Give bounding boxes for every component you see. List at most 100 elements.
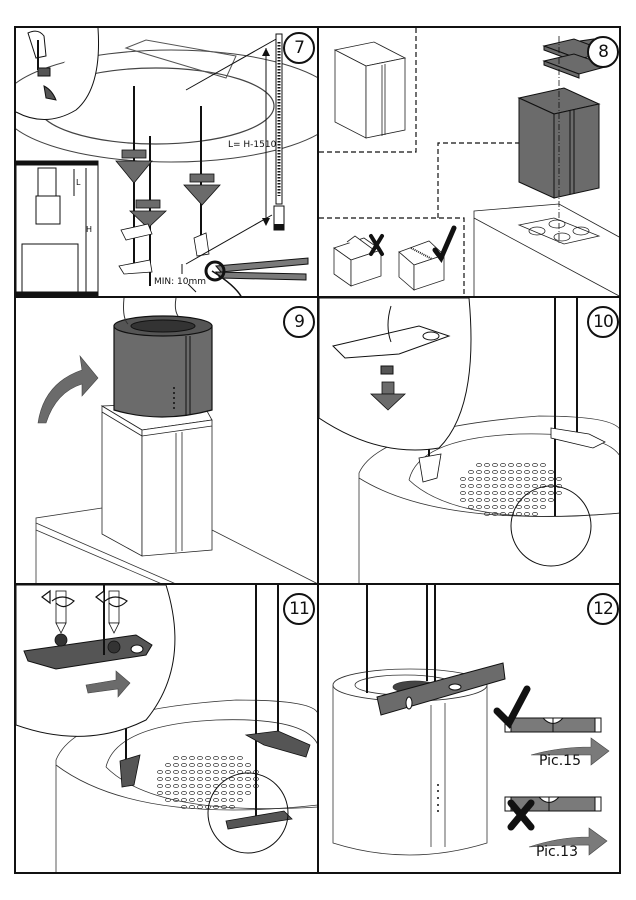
grid-hole	[165, 784, 171, 788]
grid-hole	[189, 770, 195, 774]
grid-hole	[532, 470, 538, 474]
grid-hole	[197, 798, 203, 802]
detail-magnifier-icon	[16, 28, 99, 121]
panel-step-7: L= H-1510 MIN: 10mm L H 7	[16, 28, 318, 297]
grid-hole	[516, 512, 522, 516]
grid-hole	[165, 770, 171, 774]
bracket-plate-icon	[119, 730, 311, 830]
grid-hole	[548, 491, 554, 495]
grid-hole	[173, 756, 179, 760]
grid-hole	[189, 777, 195, 781]
grid-hole	[540, 498, 546, 502]
grid-hole	[197, 805, 203, 809]
grid-hole	[213, 798, 219, 802]
grid-hole	[468, 484, 474, 488]
grid-hole	[229, 798, 235, 802]
grid-hole	[157, 777, 163, 781]
grid-hole	[508, 505, 514, 509]
panel-step-12: Pic.15 Pic.13 12	[319, 585, 621, 873]
grid-hole	[516, 477, 522, 481]
grid-hole	[221, 756, 227, 760]
grid-hole	[516, 463, 522, 467]
grid-hole	[181, 798, 187, 802]
grid-hole	[205, 763, 211, 767]
grid-hole	[229, 791, 235, 795]
panel-step-9: 9	[16, 298, 318, 584]
grid-hole	[476, 470, 482, 474]
grid-hole	[205, 784, 211, 788]
grid-hole	[197, 791, 203, 795]
min-cut-label: MIN: 10mm	[154, 277, 207, 287]
filter-box-illustration	[319, 28, 621, 297]
grid-hole	[205, 777, 211, 781]
grid-hole	[484, 505, 490, 509]
grid-hole	[237, 777, 243, 781]
curved-arrow-icon	[37, 354, 99, 424]
grid-hole	[524, 512, 530, 516]
grid-hole	[532, 498, 538, 502]
grid-hole	[221, 798, 227, 802]
step-number-10: 10	[587, 306, 619, 338]
grid-hole	[484, 477, 490, 481]
grid-hole	[492, 505, 498, 509]
grid-hole	[532, 505, 538, 509]
grid-hole	[500, 463, 506, 467]
grid-hole	[492, 484, 498, 488]
grid-hole	[189, 763, 195, 767]
grid-hole	[213, 777, 219, 781]
cylinder-hood-icon	[113, 298, 213, 418]
grid-hole	[500, 477, 506, 481]
picture-reference-ok: Pic.15	[539, 753, 581, 769]
detail-magnifier-icon	[16, 585, 176, 737]
perforated-grid-icon	[157, 756, 259, 809]
bracket-screwing-illustration	[16, 585, 318, 873]
grid-hole	[500, 498, 506, 502]
grid-hole	[221, 784, 227, 788]
grid-hole	[548, 498, 554, 502]
grid-hole	[540, 463, 546, 467]
grid-hole	[492, 463, 498, 467]
grid-hole	[157, 791, 163, 795]
grid-hole	[460, 498, 466, 502]
grid-hole	[548, 470, 554, 474]
grid-hole	[476, 463, 482, 467]
grid-hole	[532, 512, 538, 516]
cable-length-illustration	[16, 28, 318, 297]
grid-hole	[540, 477, 546, 481]
grid-hole	[197, 784, 203, 788]
panel-step-11: 11	[16, 585, 318, 873]
grid-hole	[173, 770, 179, 774]
grid-hole	[548, 477, 554, 481]
grid-hole	[492, 477, 498, 481]
grid-hole	[532, 491, 538, 495]
grid-hole	[468, 470, 474, 474]
grid-hole	[516, 491, 522, 495]
step-number-8: 8	[587, 36, 619, 68]
grid-hole	[524, 477, 530, 481]
grid-hole	[181, 791, 187, 795]
grid-hole	[181, 784, 187, 788]
grid-hole	[460, 477, 466, 481]
grid-hole	[540, 491, 546, 495]
grid-hole	[245, 784, 251, 788]
grid-hole	[524, 470, 530, 474]
grid-hole	[165, 777, 171, 781]
grid-hole	[181, 756, 187, 760]
grid-hole	[197, 777, 203, 781]
grid-hole	[468, 498, 474, 502]
panel-step-10: 10	[319, 298, 621, 584]
grid-hole	[229, 756, 235, 760]
grid-hole	[221, 791, 227, 795]
grid-hole	[157, 770, 163, 774]
grid-hole	[540, 470, 546, 474]
grid-hole	[237, 756, 243, 760]
grid-hole	[237, 798, 243, 802]
grid-hole	[500, 505, 506, 509]
hood-placement-illustration	[35, 298, 318, 584]
grid-hole	[500, 491, 506, 495]
grid-hole	[484, 498, 490, 502]
grid-hole	[173, 777, 179, 781]
grid-hole	[468, 505, 474, 509]
bracket-attachment-illustration	[319, 298, 621, 584]
pliers-icon	[204, 257, 309, 297]
